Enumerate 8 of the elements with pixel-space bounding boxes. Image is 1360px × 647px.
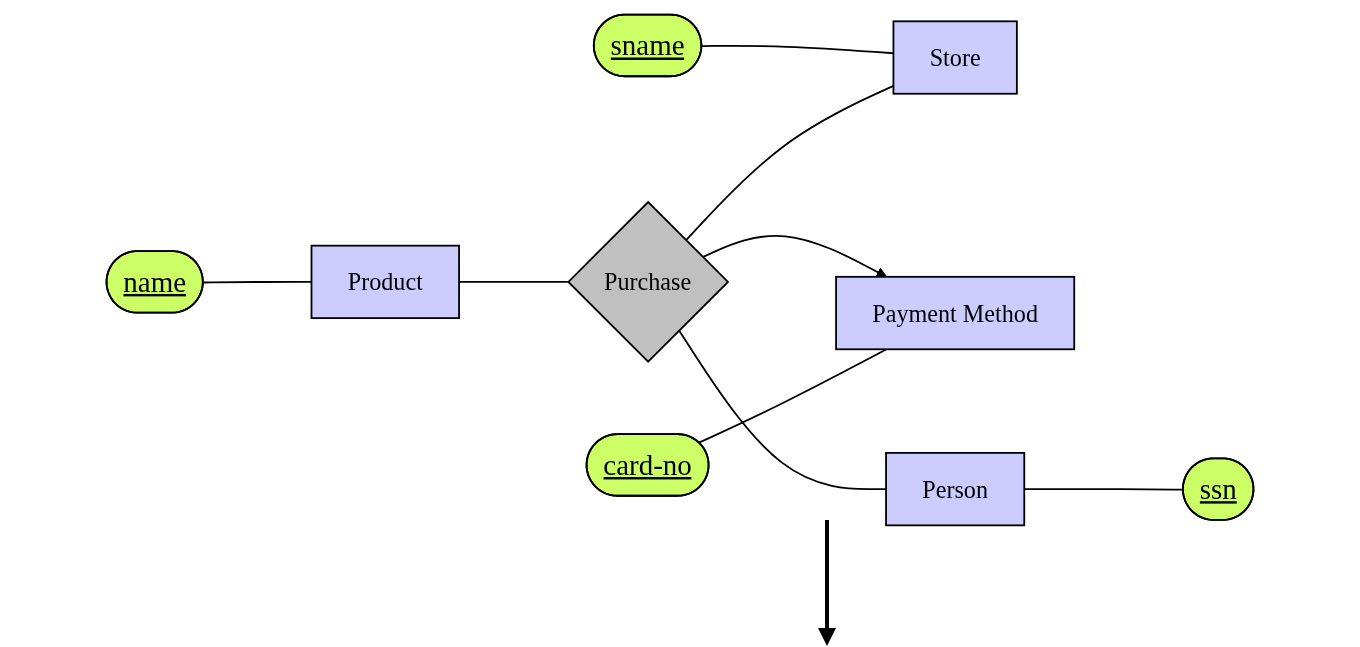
connector — [698, 348, 888, 444]
node-box: Person — [885, 452, 1026, 527]
node-box: Store — [892, 20, 1018, 95]
connector — [678, 329, 887, 490]
node-box: Product — [310, 244, 460, 320]
arrow — [701, 234, 887, 278]
node-diamond: Purchase — [567, 200, 730, 363]
node-box: Payment Method — [835, 275, 1076, 351]
